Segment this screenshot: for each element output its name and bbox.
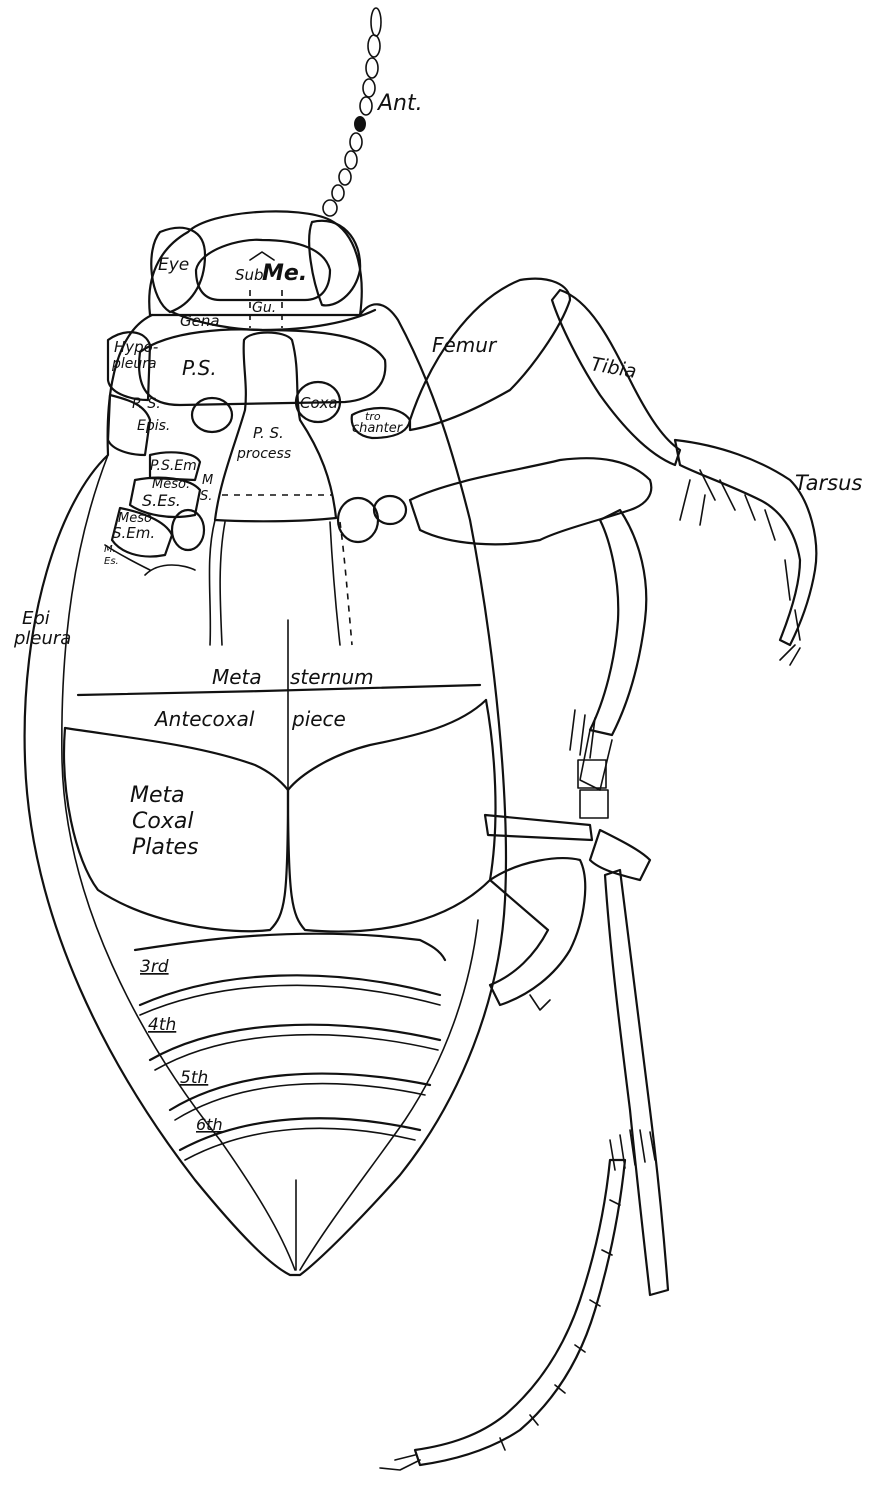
metasternum-region — [64, 620, 495, 1270]
label-segment-6: 6th — [196, 1115, 223, 1134]
prosternum — [139, 329, 385, 405]
label-epipleura-1: Epi — [22, 608, 50, 629]
label-meso-ses-1: Meso. — [152, 477, 190, 492]
label-hypopleura-2: pleura — [111, 356, 157, 372]
label-coxa: Coxa — [300, 394, 338, 412]
label-prosternal-epimeron: P.S.Em — [150, 458, 197, 474]
label-gena: Gena — [180, 312, 220, 330]
label-pse: P. S. — [132, 396, 161, 412]
label-episternum: Epis. — [137, 418, 170, 434]
middle-leg — [410, 458, 651, 818]
label-meta-coxal-1: Meta — [130, 783, 185, 808]
label-hypopleura-1: Hypo- — [114, 338, 158, 356]
label-sternum: sternum — [290, 665, 374, 689]
label-meta-coxal-3: Plates — [132, 835, 198, 860]
label-segment-3: 3rd — [140, 957, 169, 977]
label-meta: Meta — [212, 665, 262, 689]
antenna — [323, 8, 381, 216]
label-femur: Femur — [432, 333, 498, 357]
prosternum-region — [105, 329, 410, 645]
label-piece: piece — [291, 707, 346, 731]
label-mes-small: M. — [104, 544, 116, 555]
label-submentum: Sub — [235, 266, 264, 284]
label-antenna: Ant. — [376, 91, 423, 116]
label-tarsus: Tarsus — [795, 471, 862, 495]
label-meso-ses-2: S.Es. — [142, 491, 181, 510]
right-eye — [309, 221, 360, 306]
label-meta-coxal-2: Coxal — [132, 809, 193, 834]
label-ps-process-2: process — [236, 446, 291, 462]
label-antecoxal: Antecoxal — [153, 707, 255, 731]
label-segment-4: 4th — [148, 1015, 176, 1035]
label-gula: Gu. — [252, 300, 276, 316]
label-prosternum: P.S. — [182, 356, 217, 380]
label-es-small: Es. — [104, 556, 119, 567]
label-mentum: Me. — [262, 261, 307, 286]
label-segment-5: 5th — [180, 1068, 208, 1088]
label-ms-2: S. — [200, 489, 212, 504]
label-ms-1: M — [202, 473, 213, 488]
label-tibia: Tibia — [589, 353, 638, 383]
left-coxa-anterior — [192, 398, 232, 432]
label-ps-process-1: P. S. — [253, 424, 284, 442]
label-trochanter-2: chanter — [352, 421, 404, 436]
label-eye: Eye — [158, 255, 189, 275]
label-meso-sem-2: S.Em. — [112, 524, 155, 542]
label-epipleura-2: pleura — [13, 628, 71, 649]
antecoxal-piece — [65, 700, 486, 790]
